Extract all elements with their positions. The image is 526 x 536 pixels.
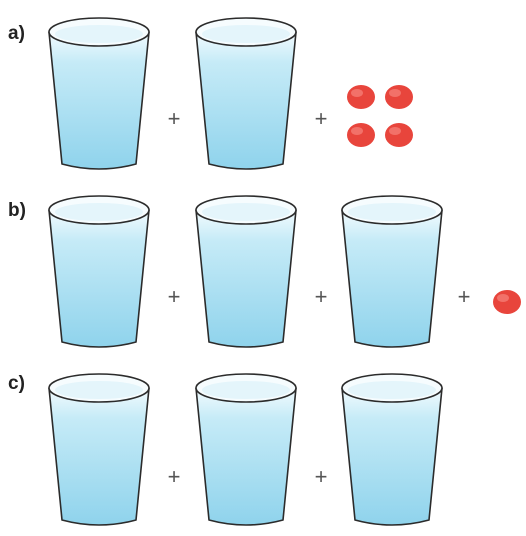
cup-icon — [45, 370, 153, 530]
cup-icon — [338, 192, 446, 352]
plus-sign: + — [314, 106, 328, 131]
plus-sign: + — [167, 284, 181, 309]
cup-icon — [192, 370, 300, 530]
counter-icon — [384, 122, 414, 148]
cup-icon — [45, 192, 153, 352]
plus-sign: + — [314, 464, 328, 489]
row-b-label: b) — [8, 200, 26, 221]
cup-icon — [192, 14, 300, 174]
plus-sign: + — [167, 464, 181, 489]
counter-icon — [346, 84, 376, 110]
counter-icon — [492, 289, 522, 315]
cup-icon — [45, 14, 153, 174]
cup-icon — [338, 370, 446, 530]
plus-sign: + — [167, 106, 181, 131]
counter-icon — [346, 122, 376, 148]
plus-sign: + — [457, 284, 471, 309]
row-c-label: c) — [8, 373, 25, 394]
plus-sign: + — [314, 284, 328, 309]
cup-icon — [192, 192, 300, 352]
counter-icon — [384, 84, 414, 110]
row-a-label: a) — [8, 23, 25, 44]
